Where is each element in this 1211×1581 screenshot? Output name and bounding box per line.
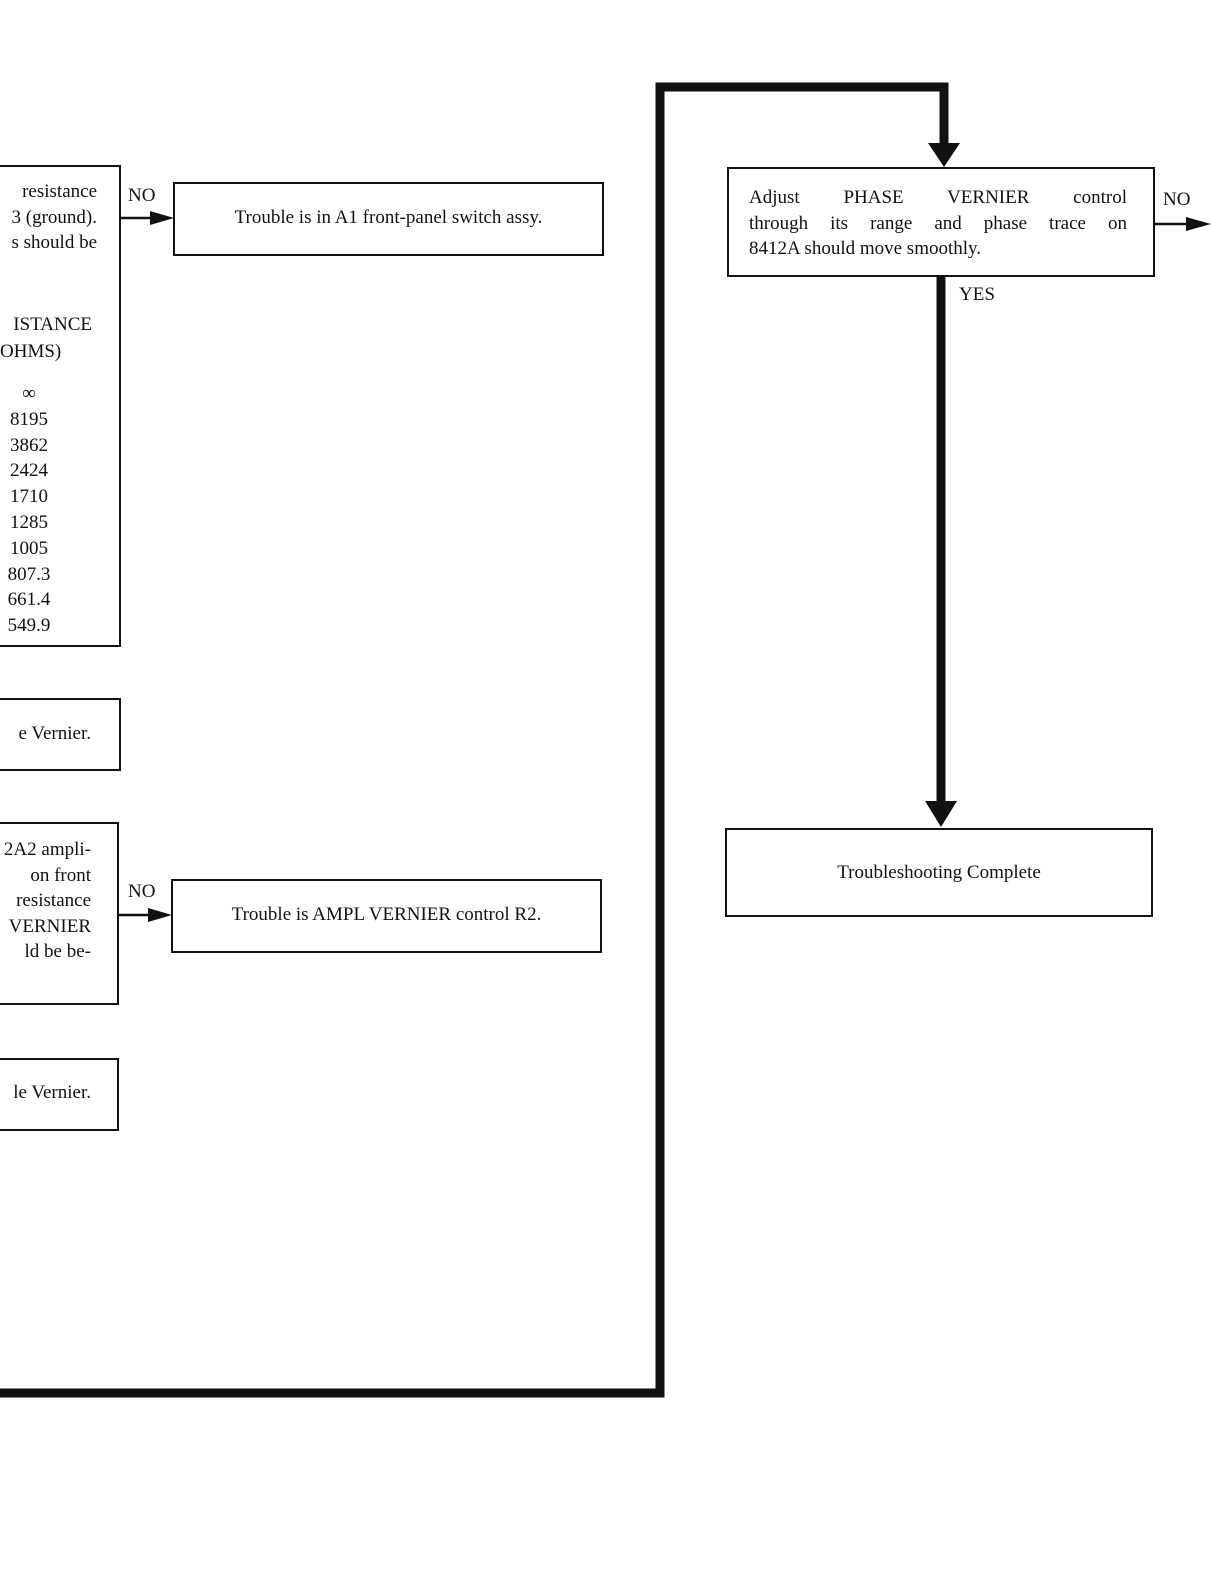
adjust-phase-vernier-box: Adjust PHASE VERNIER control through its… xyxy=(727,167,1155,277)
ampl-line-3: resistance xyxy=(16,890,91,911)
value-row: 1285 xyxy=(10,511,48,533)
troubleshooting-complete-box: Troubleshooting Complete xyxy=(725,828,1153,917)
ampl-check-box: 2A2 ampli- on front resistance VERNIER l… xyxy=(0,822,119,1005)
resistance-values: ∞ 8195 3862 2424 1710 1285 1005 807.3 66… xyxy=(3,381,55,639)
resistance-line-2: 3 (ground). xyxy=(11,206,97,228)
no-arrow-1-head xyxy=(150,211,174,225)
phase-vernier-partial-box: e Vernier. xyxy=(0,698,121,771)
no-arrow-2-head xyxy=(148,908,172,922)
value-row: ∞ xyxy=(22,383,36,404)
resistance-line-3: s should be xyxy=(11,232,98,253)
resistance-check-box: resistance 3 (ground). s should be xyxy=(0,165,121,647)
value-row: 3862 xyxy=(10,434,48,456)
adjust-line-2: through its range and phase trace on xyxy=(749,212,1127,234)
ampl-line-5: ld be be- xyxy=(24,941,91,962)
value-row: 661.4 xyxy=(7,589,51,611)
troubleshooting-complete-text: Troubleshooting Complete xyxy=(837,862,1041,883)
switch-assy-result-box: Trouble is in A1 front-panel switch assy… xyxy=(173,182,604,256)
phase-vernier-partial-text: e Vernier. xyxy=(18,723,91,744)
ampl-vernier-partial-box: le Vernier. xyxy=(0,1058,119,1131)
value-row: 1005 xyxy=(10,537,48,559)
return-loop-line xyxy=(0,82,949,1398)
ampl-vernier-result-box: Trouble is AMPL VERNIER control R2. xyxy=(171,879,602,953)
table-header-ohms: OHMS) xyxy=(0,341,62,362)
no-label-3: NO xyxy=(1163,189,1191,210)
no-label-2: NO xyxy=(128,881,156,902)
no-label-1: NO xyxy=(128,185,156,206)
value-row: 1710 xyxy=(10,486,48,508)
ampl-line-4: VERNIER xyxy=(8,915,91,937)
ampl-line-1: 2A2 ampli- xyxy=(3,839,91,860)
resistance-table-header: ISTANCE OHMS) xyxy=(0,311,92,365)
ampl-line-2: on front xyxy=(30,864,91,886)
table-header-resistance: ISTANCE xyxy=(13,314,92,335)
loop-arrowhead xyxy=(928,143,960,167)
ampl-vernier-partial-text: le Vernier. xyxy=(13,1082,91,1103)
yes-label-1: YES xyxy=(959,284,995,305)
value-row: 8195 xyxy=(10,408,48,430)
no-arrow-3-head xyxy=(1186,217,1211,231)
switch-assy-result-text: Trouble is in A1 front-panel switch assy… xyxy=(234,207,543,228)
adjust-line-3: 8412A should move smoothly. xyxy=(749,238,982,259)
value-row: 2424 xyxy=(10,460,48,482)
resistance-line-1: resistance xyxy=(22,181,97,202)
value-row: 807.3 xyxy=(7,563,51,585)
adjust-line-1: Adjust PHASE VERNIER control xyxy=(749,187,1127,208)
value-row: 549.9 xyxy=(7,615,51,637)
yes-arrowhead xyxy=(925,801,957,827)
ampl-vernier-result-text: Trouble is AMPL VERNIER control R2. xyxy=(231,904,542,925)
